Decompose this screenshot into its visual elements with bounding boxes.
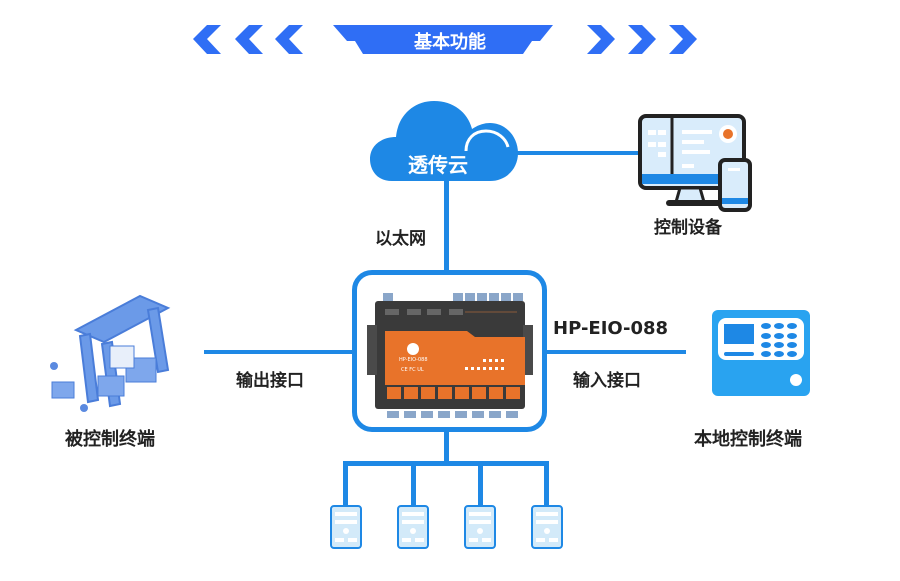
server-icon — [464, 505, 496, 549]
right-chevrons-icon — [587, 25, 697, 54]
ul-mark: UL — [417, 367, 424, 373]
server-1[interactable] — [330, 505, 362, 549]
server-drop-3 — [478, 461, 483, 505]
controlled-terminal-node[interactable] — [40, 290, 190, 418]
gateway-to-bus-line — [444, 430, 449, 463]
header-banner: 基本功能 — [185, 22, 715, 60]
control-device-label: 控制设备 — [654, 218, 722, 238]
gateway-face-marks: CE FC UL — [401, 367, 424, 373]
left-chevrons-icon — [193, 25, 303, 54]
gateway-node[interactable]: HP-EIO-088 CE FC UL — [352, 270, 547, 432]
page-title: 基本功能 — [414, 32, 486, 53]
input-interface-label: 输入接口 — [573, 371, 641, 391]
gateway-face-model: HP-EIO-088 — [399, 357, 428, 363]
server-icon — [397, 505, 429, 549]
server-2[interactable] — [397, 505, 429, 549]
local-control-terminal-label: 本地控制终端 — [694, 429, 802, 450]
header-chevrons-graphic — [193, 25, 697, 54]
cloud-label: 透传云 — [408, 153, 468, 177]
control-device-node[interactable] — [636, 112, 756, 212]
server-drop-1 — [343, 461, 348, 505]
output-interface-label: 输出接口 — [236, 371, 304, 391]
gateway-model-label: HP-EIO-088 — [553, 318, 669, 339]
cloud-icon — [370, 101, 518, 181]
crane-container-icon — [50, 294, 171, 412]
local-control-terminal-node[interactable] — [712, 310, 810, 398]
ce-mark: CE — [401, 367, 408, 373]
control-panel-icon — [712, 310, 810, 396]
monitor-phone-icon — [638, 114, 752, 212]
cloud-node[interactable]: 透传云 — [370, 95, 520, 185]
server-drop-4 — [544, 461, 549, 505]
ethernet-label: 以太网 — [375, 229, 426, 249]
output-line — [204, 350, 354, 354]
server-icon — [330, 505, 362, 549]
cloud-to-gateway-line — [444, 180, 449, 272]
cloud-to-control-line — [500, 151, 642, 155]
controlled-terminal-label: 被控制终端 — [65, 429, 155, 450]
server-drop-2 — [411, 461, 416, 505]
title-ribbon — [333, 25, 553, 54]
server-bus-line — [343, 461, 549, 466]
fc-mark: FC — [409, 367, 416, 373]
server-3[interactable] — [464, 505, 496, 549]
server-4[interactable] — [531, 505, 563, 549]
gateway-device-icon — [367, 293, 533, 418]
input-line — [546, 350, 686, 354]
server-icon — [531, 505, 563, 549]
